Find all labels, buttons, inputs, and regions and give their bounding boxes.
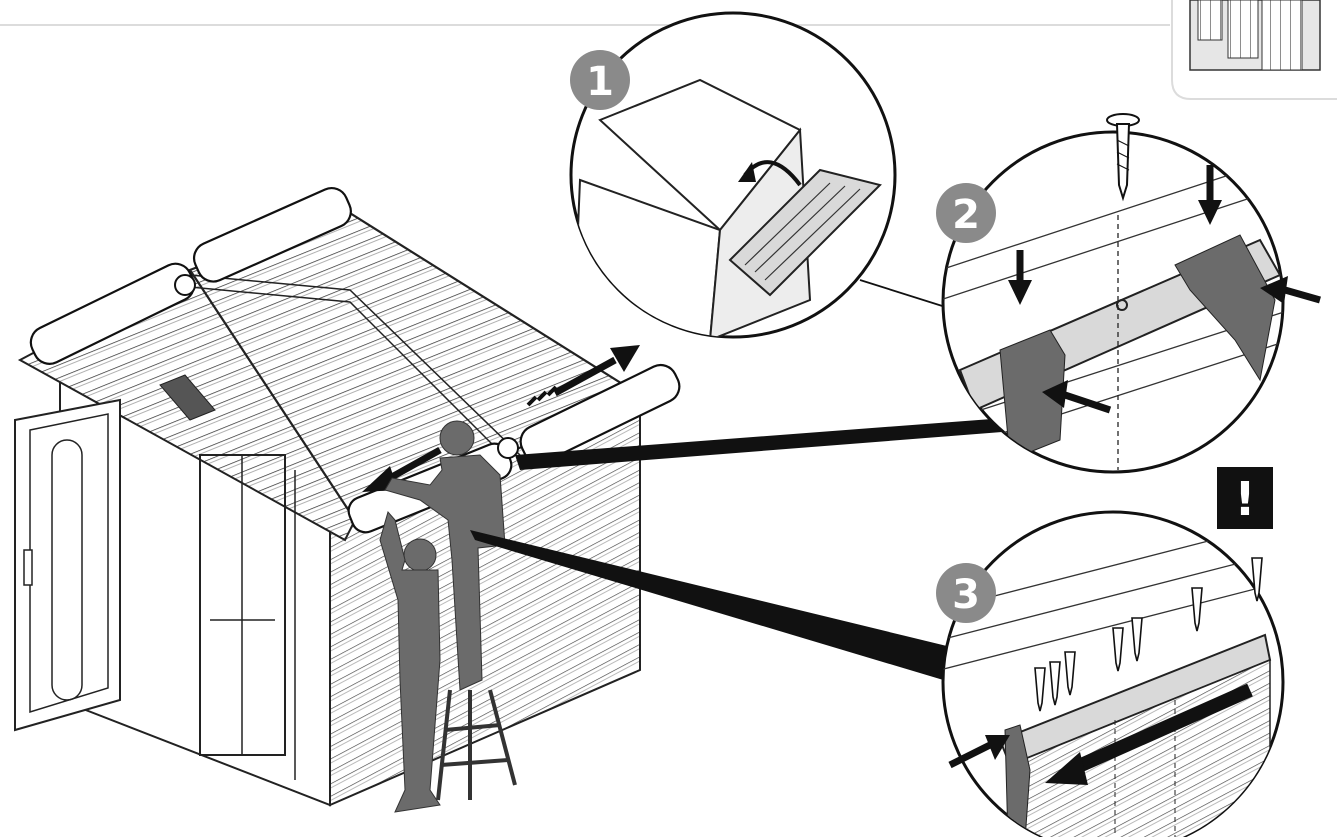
step-number: 2 <box>952 192 980 238</box>
warning-icon: ! <box>1217 467 1273 529</box>
step-number: 3 <box>952 572 980 618</box>
shed-illustration <box>15 183 685 805</box>
detail-step-3 <box>940 512 1290 837</box>
leader-line <box>860 280 955 310</box>
step-badge-1: 1 <box>570 50 630 110</box>
warning-symbol: ! <box>1235 472 1256 526</box>
shed-thumbnail <box>1172 0 1337 99</box>
step-badge-2: 2 <box>936 183 996 243</box>
detail-step-2 <box>940 114 1320 472</box>
step-badge-3: 3 <box>936 563 996 623</box>
step-number: 1 <box>586 59 614 105</box>
